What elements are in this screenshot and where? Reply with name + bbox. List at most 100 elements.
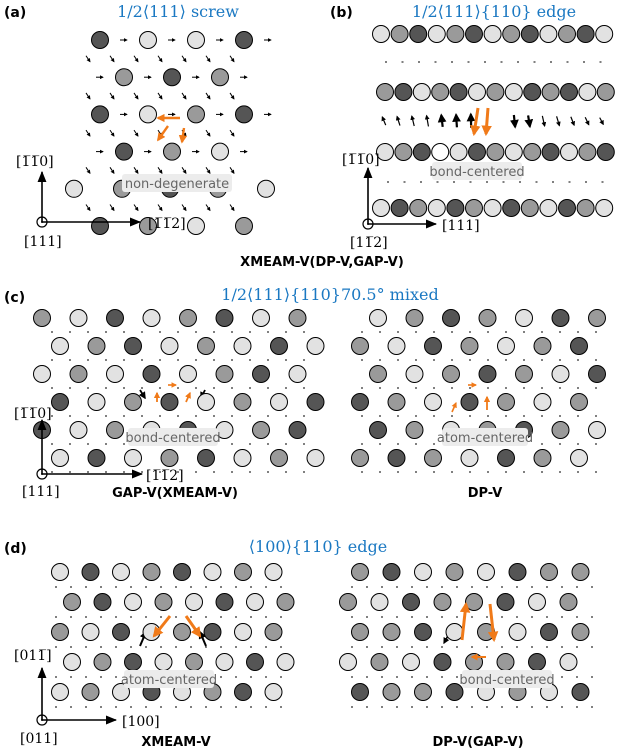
atom — [163, 142, 181, 161]
atom — [106, 309, 124, 327]
atom — [559, 593, 578, 611]
atom — [106, 421, 124, 439]
atom — [424, 337, 442, 355]
displacement-arrow — [555, 116, 561, 127]
atom — [306, 337, 325, 355]
atom — [81, 683, 100, 701]
atom — [477, 563, 495, 581]
panel-a: (a) 1/2⟨111⟩ screw non-degenerate [1̅1̅0… — [4, 2, 239, 250]
atom — [571, 623, 590, 641]
atom — [433, 593, 452, 611]
atom — [306, 449, 325, 467]
atom — [558, 199, 576, 217]
panel-b-vertical-label: [1̅1̅0] — [342, 152, 380, 168]
displacement-arrow — [181, 55, 187, 63]
atom — [560, 83, 578, 101]
atom — [65, 179, 83, 198]
atom — [215, 309, 234, 327]
atom — [124, 393, 142, 411]
atom — [390, 25, 409, 43]
displacement-arrow — [157, 92, 163, 100]
panel-a-origin-label: [111] — [24, 234, 62, 250]
displacement-arrow — [205, 167, 211, 174]
atom — [478, 365, 497, 383]
panel-a-title: 1/2⟨111⟩ screw — [117, 2, 239, 21]
displacement-arrow — [109, 92, 115, 100]
highlight-arrow — [178, 127, 188, 144]
atom — [69, 421, 88, 439]
atom — [33, 309, 51, 327]
highlighted-displacements — [152, 107, 499, 661]
panel-d-annotation-left: atom-centered — [121, 673, 217, 688]
atom — [91, 31, 109, 49]
panel-d-annotation-right-bg — [462, 670, 552, 688]
atom — [154, 593, 173, 611]
atom — [515, 365, 533, 383]
panel-c-caption-right: DP-V — [468, 486, 503, 501]
atom — [252, 365, 270, 383]
displacement-arrow — [229, 167, 235, 174]
atom — [559, 653, 578, 671]
displacement-arrow — [524, 115, 534, 129]
atom — [394, 143, 413, 161]
atom — [570, 337, 588, 355]
atom — [197, 449, 215, 467]
atom — [390, 199, 409, 217]
atom — [414, 683, 432, 701]
atom — [442, 309, 460, 327]
atom — [81, 623, 100, 641]
panel-a-annotation: non-degenerate — [125, 177, 229, 192]
atom — [508, 623, 527, 641]
atom — [576, 199, 595, 217]
atom — [252, 309, 270, 327]
atom — [412, 83, 431, 101]
atom — [540, 623, 558, 641]
atom — [465, 25, 483, 43]
panel-d-horizontal-label: [100] — [122, 714, 160, 730]
atom — [235, 105, 253, 124]
atom — [445, 623, 464, 641]
atom — [51, 393, 69, 411]
atom — [496, 593, 515, 611]
panel-a-origin-symbol — [36, 216, 48, 228]
atom — [51, 449, 69, 467]
atom — [288, 421, 307, 439]
panel-c-caption-left: GAP-V(XMEAM-V) — [112, 486, 238, 501]
atom — [412, 143, 431, 161]
panel-b-origin-label: [11̅2] — [350, 235, 388, 251]
highlight-arrow — [451, 401, 457, 413]
atom — [460, 449, 479, 467]
atom — [115, 68, 133, 87]
atom — [414, 623, 432, 641]
displacement-arrow — [541, 115, 547, 128]
panel-c-annotation-right: atom-centered — [437, 431, 533, 446]
atom — [502, 25, 521, 43]
atom — [142, 309, 161, 327]
panel-a-vertical-label: [1̅1̅0] — [16, 154, 54, 170]
displacement-arrow — [181, 92, 187, 100]
atoms — [33, 25, 615, 701]
atom — [445, 563, 464, 581]
atom — [87, 393, 106, 411]
atom — [382, 623, 401, 641]
atom — [264, 563, 283, 581]
displacement-arrow — [157, 167, 163, 174]
atom — [520, 25, 539, 43]
panel-d-origin-label: [011] — [20, 731, 58, 747]
atom — [446, 199, 465, 217]
atom — [540, 563, 558, 581]
atom — [234, 683, 252, 701]
atom — [235, 31, 253, 49]
atom — [234, 623, 252, 641]
atom — [596, 143, 615, 161]
atom — [486, 143, 505, 161]
atom — [595, 25, 614, 43]
atom — [124, 653, 142, 671]
atom — [187, 105, 205, 124]
atom — [465, 593, 483, 611]
atom — [402, 593, 420, 611]
atom — [154, 653, 173, 671]
atom — [578, 83, 597, 101]
atom — [87, 337, 106, 355]
